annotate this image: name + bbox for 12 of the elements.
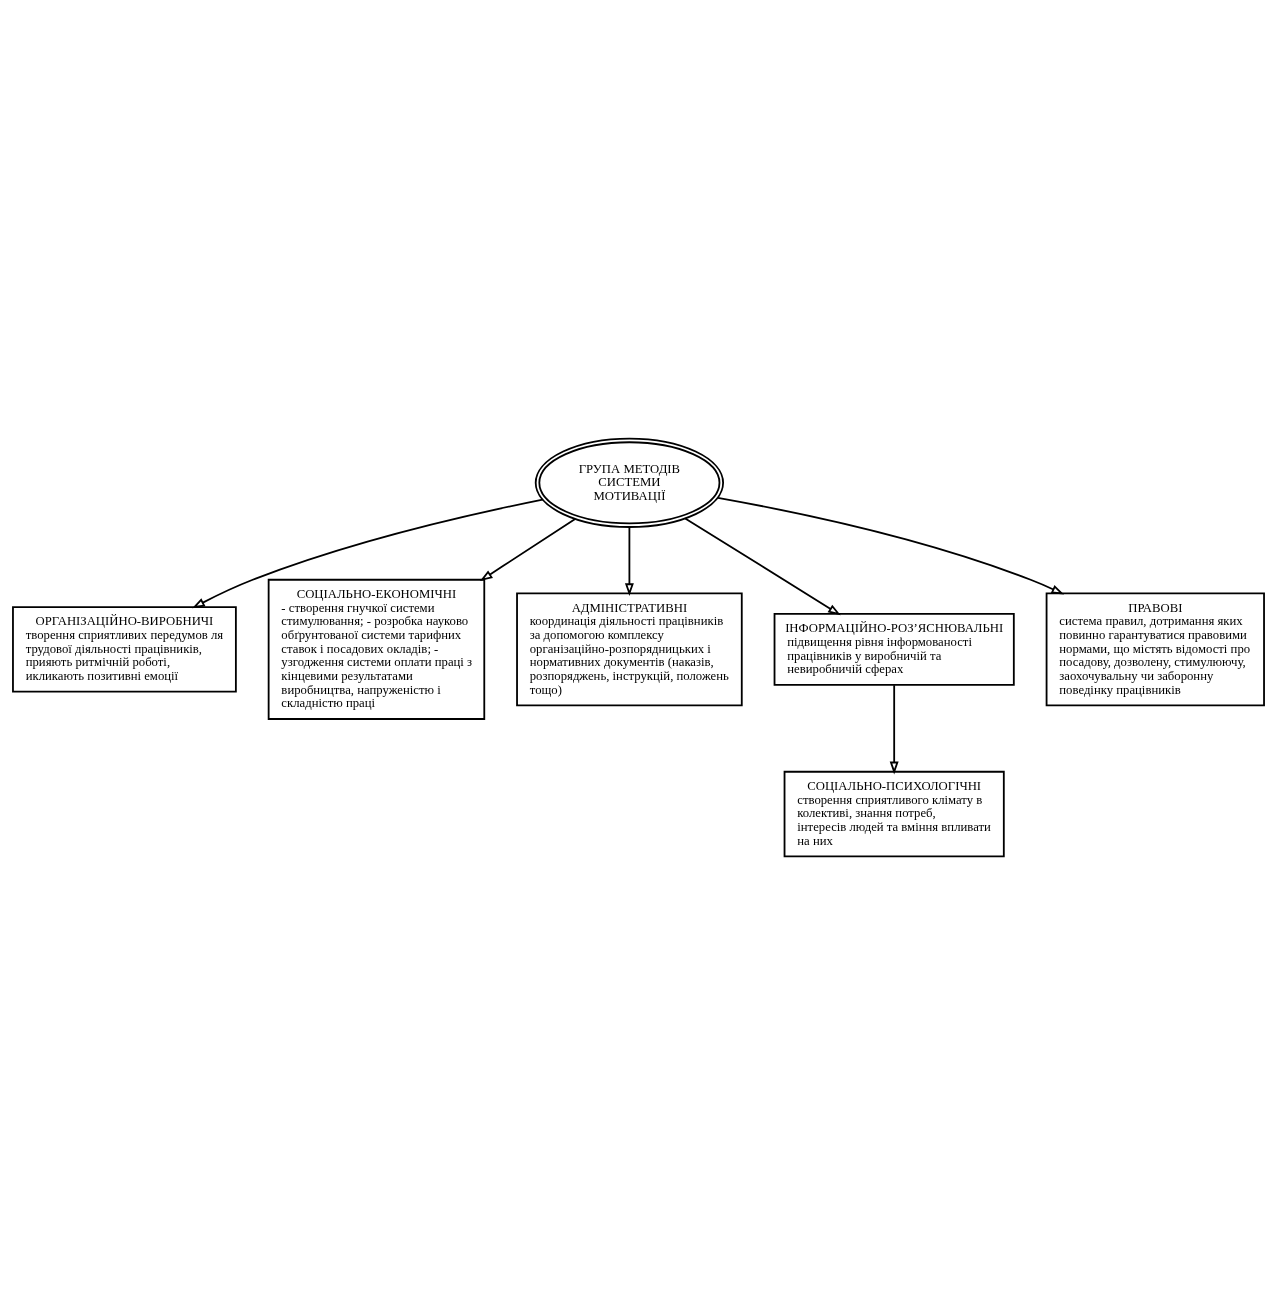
node-box: СОЦІАЛЬНО-ПСИХОЛОГІЧНІ створення сприятливого клімату в колективі, знання потреб, інтересів людей та вміння впливати на них [783, 770, 1005, 858]
node-box: ПРАВОВІ система правил, дотримання яких повинно гарантуватися правовими нормами, що містять відомості про посадову, дозволену, стимулюючу, заохочувальну чи заборонну поведінку працівників [1045, 592, 1265, 707]
arrow [479, 518, 577, 582]
node-box: ІНФОРМАЦІЙНО-РОЗ’ЯСНЮВАЛЬНІ підвищення рівня інформованості працівників у виробничій та невиробничій сферах [773, 612, 1015, 686]
arrow [889, 684, 899, 775]
node-box: АДМІНІСТРАТИВНІ координація діяльності працівників за допомогою комплексу організаційно-розпорядницьких і нормативних документів (наказів, розпоряджень, інструкцій, положень тощо) [516, 592, 743, 707]
arrow [192, 498, 544, 609]
arrow [717, 496, 1065, 595]
node-box: СОЦІАЛЬНО-ЕКОНОМІЧНІ - створення гнучкої системи стимулювання; - розробка науково обґрунтованої системи тарифних ставок і посадових окладів; - узгодження системи оплати праці з кінцевими результатами виробництва, напруженістю і складністю праці [267, 578, 486, 720]
node-box: ОРГАНІЗАЦІЙНО-ВИРОБНИЧІ творення сприятливих передумов ля трудової діяльності працівників, прияють ритмічній роботі, икликають позитивні емоції [12, 606, 237, 693]
arrow [684, 517, 841, 616]
arrow [624, 526, 634, 597]
